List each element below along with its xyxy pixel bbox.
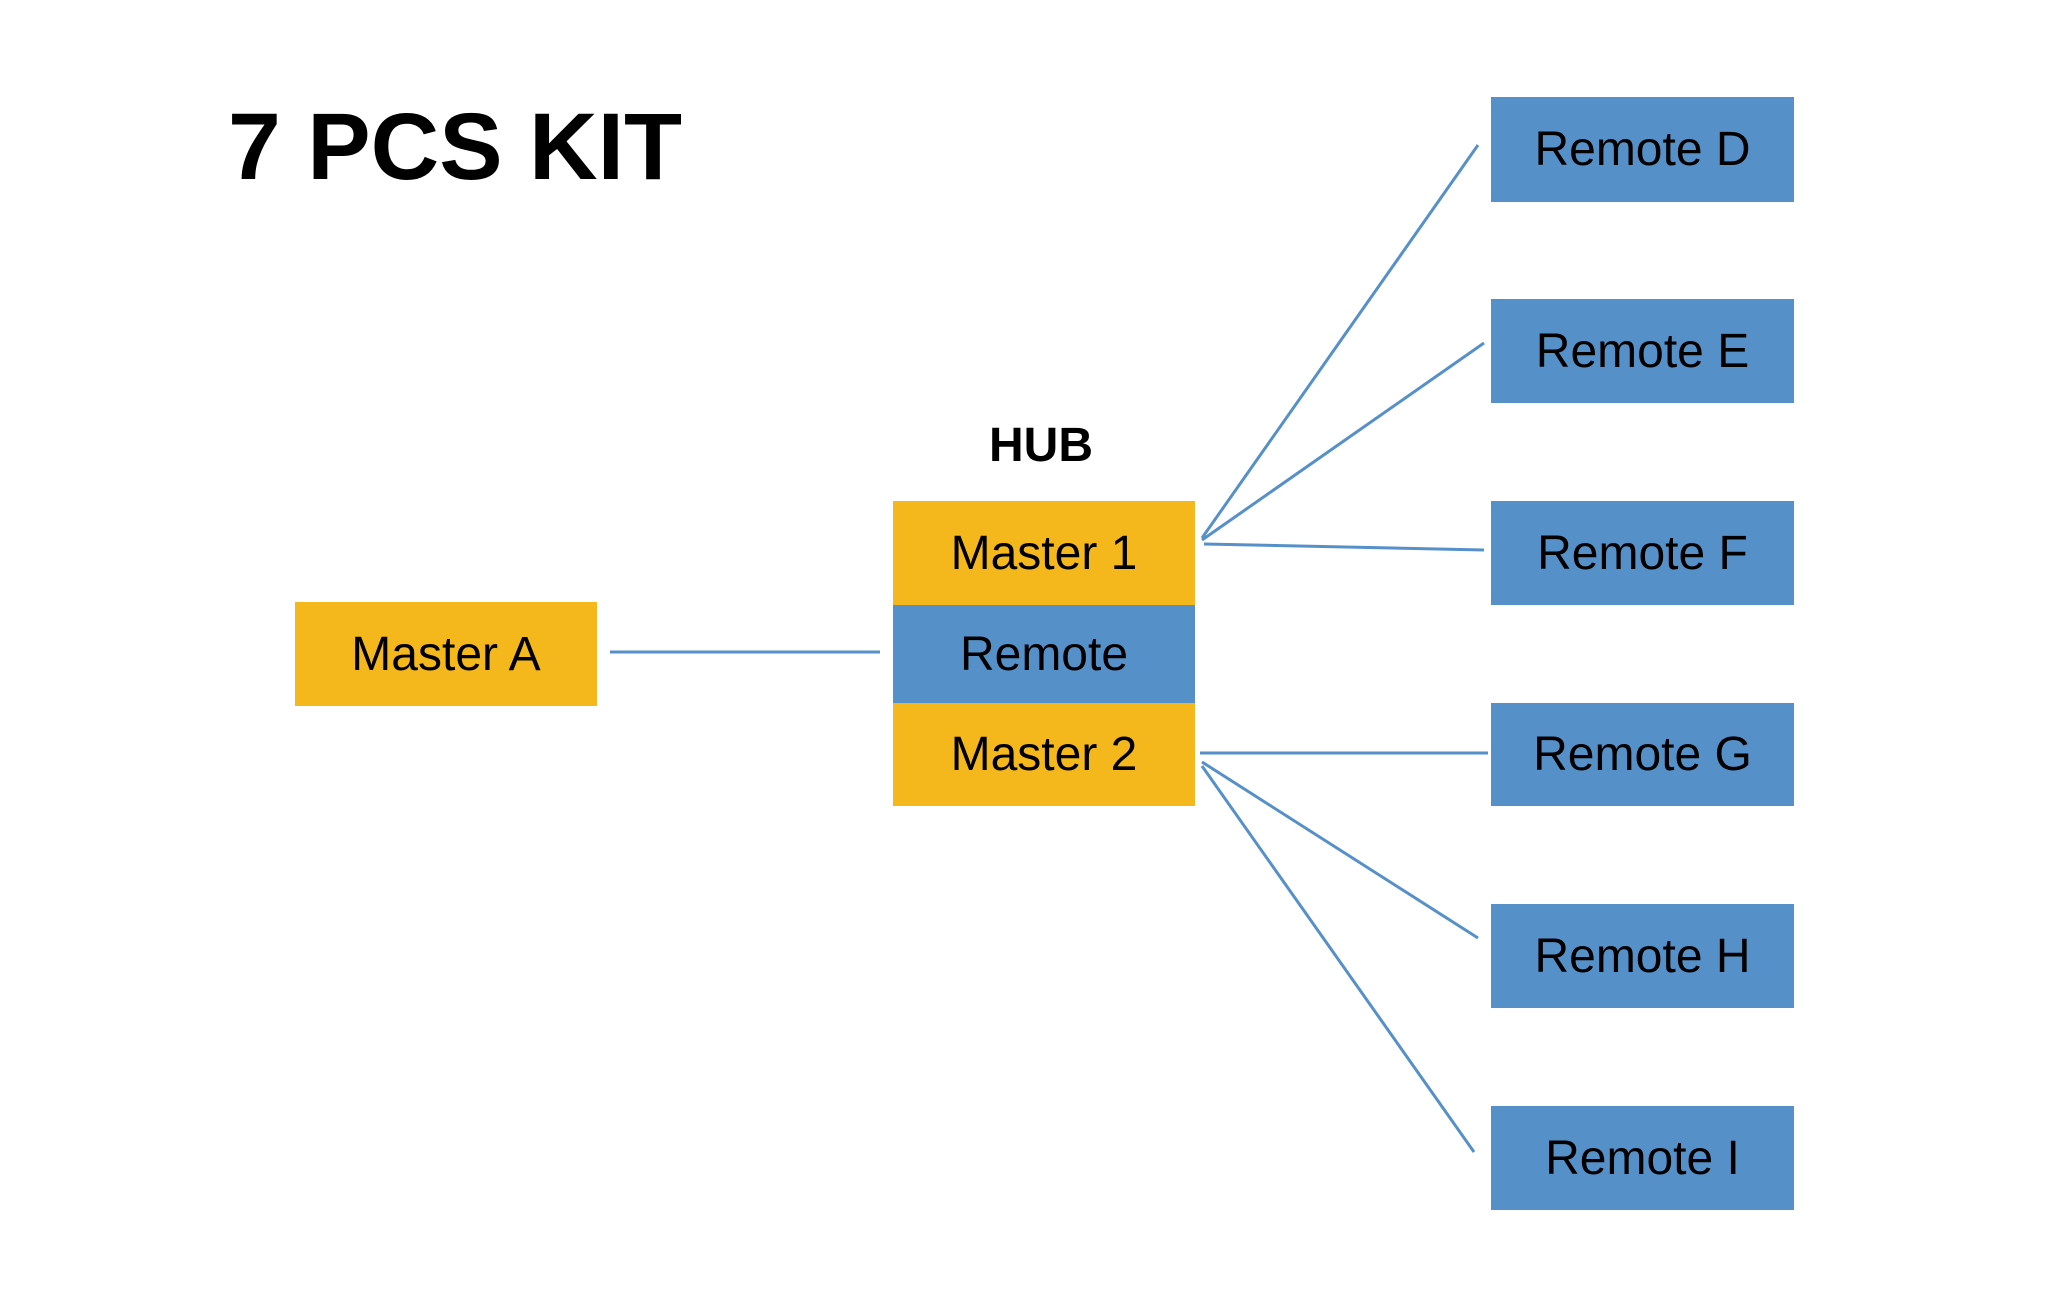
link-master1-to-remote-e xyxy=(1201,341,1485,542)
remote-g-box: Remote G xyxy=(1491,703,1794,806)
remote-e-box: Remote E xyxy=(1491,299,1794,403)
remote-i-box: Remote I xyxy=(1491,1106,1794,1210)
remote-h-box: Remote H xyxy=(1491,904,1794,1008)
master-a-box: Master A xyxy=(295,602,597,706)
hub-label: HUB xyxy=(989,419,1093,472)
hub-master-2: Master 2 xyxy=(893,703,1195,806)
link-master1-to-remote-f xyxy=(1203,542,1485,552)
remote-f-box: Remote F xyxy=(1491,501,1794,605)
page-title: 7 PCS KIT xyxy=(228,94,682,200)
link-master2-to-remote-h xyxy=(1201,760,1479,940)
link-master2-to-remote-i xyxy=(1200,765,1476,1153)
hub-remote: Remote xyxy=(893,605,1195,703)
link-master1-to-remote-d xyxy=(1200,144,1480,539)
hub-master-1: Master 1 xyxy=(893,501,1195,605)
remote-d-box: Remote D xyxy=(1491,97,1794,202)
